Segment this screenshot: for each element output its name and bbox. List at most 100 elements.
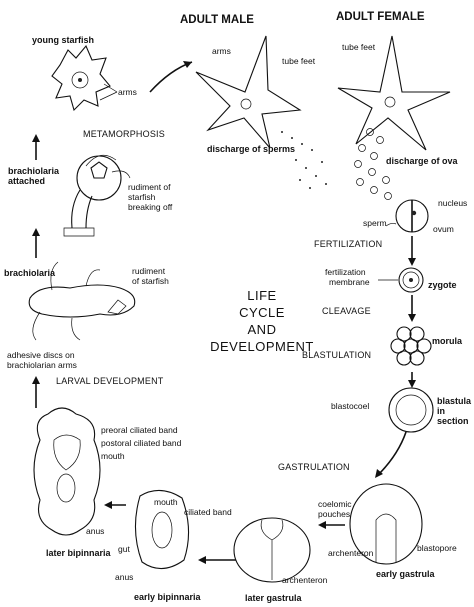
arrow-head bbox=[198, 556, 206, 564]
brachiolaria-body bbox=[28, 284, 136, 318]
anus-early-label: anus bbox=[115, 572, 133, 582]
male-starfish-disc bbox=[240, 98, 252, 110]
brachiolaria-arm bbox=[32, 311, 41, 341]
zygote-nucleus bbox=[409, 278, 413, 282]
sperm-dot bbox=[315, 175, 317, 177]
morula-cell bbox=[403, 338, 419, 354]
later-bipinnaria-label: later bipinnaria bbox=[46, 548, 112, 558]
morula-cell bbox=[396, 350, 412, 366]
sperm-discharge bbox=[281, 131, 327, 189]
sperm-dot bbox=[321, 161, 323, 163]
tube-feet-male-label: tube feet bbox=[282, 56, 316, 66]
leader-line bbox=[99, 91, 118, 101]
zygote-label: zygote bbox=[428, 280, 457, 290]
stage-gastrulation: GASTRULATION bbox=[278, 462, 350, 472]
brachiolaria-arm bbox=[71, 317, 81, 341]
zygote-cell bbox=[402, 271, 420, 289]
arrow-head bbox=[32, 228, 40, 236]
fertilization-membrane-label-2: membrane bbox=[329, 277, 370, 287]
attached-stalk bbox=[71, 189, 81, 229]
coelomic-pouches-label-1: coelomic bbox=[318, 499, 352, 509]
coelomic-pouches-label-2: pouches bbox=[318, 509, 350, 519]
stage-cleavage: CLEAVAGE bbox=[322, 306, 371, 316]
brachiolaria-attached-label-1: brachiolaria bbox=[8, 166, 60, 176]
brachiolaria-rudiment bbox=[107, 299, 127, 315]
ovum bbox=[385, 199, 429, 233]
early-bipinnaria bbox=[134, 489, 190, 570]
early-gastrula bbox=[349, 483, 423, 565]
ova-dot bbox=[368, 168, 376, 176]
morula-cell bbox=[390, 338, 406, 354]
later-bipinnaria-band bbox=[53, 434, 81, 471]
blastula-blastocoel bbox=[395, 394, 427, 426]
arrow-head bbox=[408, 314, 416, 322]
early-bipinnaria-gut bbox=[151, 511, 173, 549]
adult-male-title: ADULT MALE bbox=[180, 14, 254, 26]
arrow-head bbox=[104, 501, 112, 509]
arrow-head bbox=[32, 376, 40, 384]
adhesive-discs-label-1: adhesive discs on bbox=[7, 350, 75, 360]
ovum-nucleus bbox=[411, 210, 417, 216]
later-bipinnaria-gut bbox=[56, 473, 76, 503]
young-starfish-center bbox=[78, 78, 82, 82]
young-starfish-label: young starfish bbox=[32, 35, 94, 45]
young-starfish bbox=[51, 44, 111, 112]
sperm-dot bbox=[291, 137, 293, 139]
mouth-early-label: mouth bbox=[154, 497, 178, 507]
ova-dot bbox=[384, 192, 392, 200]
mouth-later-label: mouth bbox=[101, 451, 125, 461]
sperm-dot bbox=[295, 159, 297, 161]
morula-cell bbox=[409, 326, 425, 342]
young-starfish-disc bbox=[71, 71, 89, 89]
rudiment-label-2: of starfish bbox=[132, 276, 169, 286]
sperm-dot bbox=[299, 179, 301, 181]
rudiment-breaking-label-3: breaking off bbox=[128, 202, 173, 212]
attached-arm-2 bbox=[111, 170, 131, 179]
ovum-label: ovum bbox=[433, 224, 454, 234]
ova-dot bbox=[366, 128, 374, 136]
adult-male-starfish bbox=[195, 35, 302, 149]
arrow-head bbox=[408, 258, 416, 266]
morula bbox=[390, 326, 432, 366]
zygote-membrane bbox=[398, 267, 424, 293]
discharge-sperms-label: discharge of sperms bbox=[207, 144, 295, 154]
ova-dot bbox=[370, 186, 378, 194]
early-gastrula-label: early gastrula bbox=[376, 569, 436, 579]
ova-dot bbox=[356, 178, 364, 186]
center-title-line-4: DEVELOPMENT bbox=[210, 339, 314, 354]
brachiolaria-arm bbox=[50, 261, 59, 291]
center-title-line-2: CYCLE bbox=[239, 305, 285, 320]
ova-dot bbox=[382, 176, 390, 184]
rudiment-label-1: rudiment bbox=[132, 266, 166, 276]
rudiment-breaking-label-1: rudiment of bbox=[128, 182, 171, 192]
blastula-in-section bbox=[388, 387, 434, 433]
young-starfish-body bbox=[51, 44, 111, 112]
arrow-head bbox=[375, 469, 383, 478]
ova-dot bbox=[358, 144, 366, 152]
stage-larval-development: LARVAL DEVELOPMENT bbox=[56, 376, 164, 386]
blastula-label-1: blastula bbox=[437, 396, 472, 406]
morula-cell bbox=[409, 350, 425, 366]
preoral-band-label: preoral ciliated band bbox=[101, 425, 178, 435]
early-bipinnaria-body bbox=[134, 489, 190, 570]
cycle-arrows bbox=[32, 61, 416, 564]
center-title-line-3: AND bbox=[248, 322, 277, 337]
early-gastrula-body bbox=[349, 483, 423, 565]
sperm-dot bbox=[281, 131, 283, 133]
postoral-band-label: postoral ciliated band bbox=[101, 438, 182, 448]
male-starfish-body bbox=[195, 35, 302, 149]
sperm-dot bbox=[311, 149, 313, 151]
arrow-head bbox=[318, 521, 326, 529]
arrow-head bbox=[408, 380, 416, 388]
stage-metamorphosis: METAMORPHOSIS bbox=[83, 129, 165, 139]
later-bipinnaria bbox=[33, 407, 101, 536]
archenteron-later-label: archenteron bbox=[282, 575, 328, 585]
arrow-blastula-to-gastrula bbox=[377, 431, 407, 476]
brachiolaria bbox=[28, 261, 136, 341]
nucleus-label: nucleus bbox=[438, 198, 467, 208]
ova-dot bbox=[376, 136, 384, 144]
early-bipinnaria-label: early bipinnaria bbox=[134, 592, 202, 602]
blastula-label-2: in bbox=[437, 406, 445, 416]
early-gastrula-archenteron bbox=[375, 513, 397, 562]
attached-rudiment-star bbox=[90, 161, 108, 179]
